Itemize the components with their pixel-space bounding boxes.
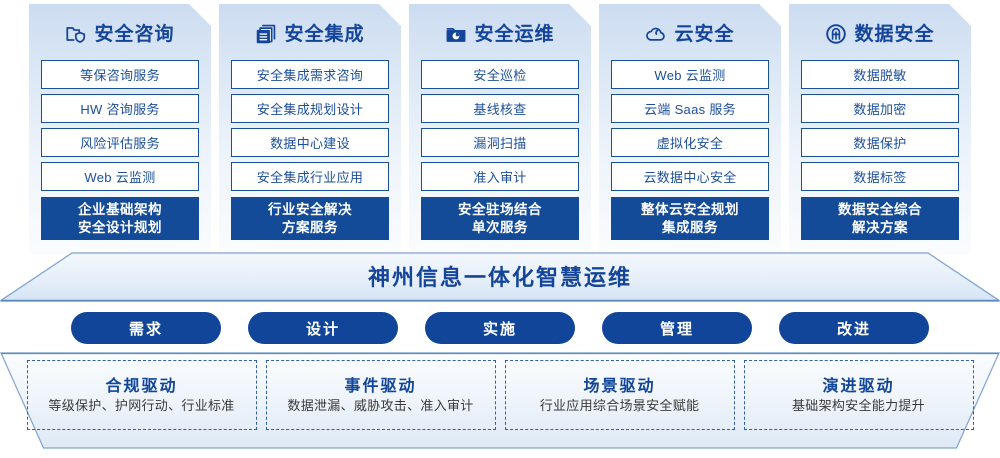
pillar-highlight-line1: 企业基础架构 — [78, 201, 162, 217]
pillar-card-security-operations[interactable]: 安全运维 安全巡检 基线核查 漏洞扫描 准入审计 安全驻场结合 单次服务 — [409, 4, 591, 254]
pillar-item[interactable]: 准入审计 — [421, 162, 579, 191]
pillar-item[interactable]: 安全集成规划设计 — [231, 94, 389, 123]
pillar-item[interactable]: Web 云监测 — [611, 60, 769, 89]
pillar-highlight-line1: 整体云安全规划 — [641, 201, 739, 217]
pillar-title: 安全咨询 — [94, 23, 175, 45]
driver-card-compliance[interactable]: 合规驱动 等级保护、护网行动、行业标准 — [26, 360, 257, 430]
pillar-highlight-line2: 集成服务 — [662, 219, 718, 235]
pillar-item[interactable]: 数据脱敏 — [801, 60, 959, 89]
pillar-highlight-line1: 行业安全解决 — [268, 201, 352, 217]
pillar-card-security-integration[interactable]: 安全集成 安全集成需求咨询 安全集成规划设计 数据中心建设 安全集成行业应用 行… — [219, 4, 401, 254]
fingerprint-icon — [825, 23, 847, 45]
driver-card-incident[interactable]: 事件驱动 数据泄漏、威胁攻击、准入审计 — [265, 360, 496, 430]
pillar-header: 云安全 — [611, 4, 769, 60]
folder-chart-icon — [445, 23, 467, 45]
driver-title: 场景驱动 — [583, 377, 656, 395]
pillar-header: 安全集成 — [231, 4, 389, 60]
pillar-item[interactable]: 数据加密 — [801, 94, 959, 123]
pillar-highlight[interactable]: 整体云安全规划 集成服务 — [611, 197, 769, 240]
pillar-header: 安全咨询 — [41, 4, 199, 60]
pillar-item[interactable]: 安全集成行业应用 — [231, 162, 389, 191]
pillar-item[interactable]: 等保咨询服务 — [41, 60, 199, 89]
pillar-item[interactable]: 安全集成需求咨询 — [231, 60, 389, 89]
pillar-item[interactable]: 云数据中心安全 — [611, 162, 769, 191]
pillar-header: 安全运维 — [421, 4, 579, 60]
folder-shield-icon — [65, 23, 87, 45]
pillar-item[interactable]: HW 咨询服务 — [41, 94, 199, 123]
phase-pill-requirement[interactable]: 需求 — [71, 312, 221, 344]
pillar-highlight[interactable]: 企业基础架构 安全设计规划 — [41, 197, 199, 240]
pillar-highlight-line2: 方案服务 — [282, 219, 338, 235]
driver-card-scenario[interactable]: 场景驱动 行业应用综合场景安全赋能 — [504, 360, 735, 430]
pillar-item[interactable]: 基线核查 — [421, 94, 579, 123]
pillar-card-group: 安全咨询 等保咨询服务 HW 咨询服务 风险评估服务 Web 云监测 企业基础架… — [0, 4, 1000, 254]
documents-stack-icon — [255, 23, 277, 45]
pillar-title: 数据安全 — [854, 23, 935, 45]
pillar-card-data-security[interactable]: 数据安全 数据脱敏 数据加密 数据保护 数据标签 数据安全综合 解决方案 — [789, 4, 971, 254]
pillar-item[interactable]: Web 云监测 — [41, 162, 199, 191]
pillar-highlight[interactable]: 安全驻场结合 单次服务 — [421, 197, 579, 240]
pillar-item[interactable]: 漏洞扫描 — [421, 128, 579, 157]
phase-pill-improvement[interactable]: 改进 — [779, 312, 929, 344]
driver-subtitle: 等级保护、护网行动、行业标准 — [48, 397, 235, 413]
pillar-item[interactable]: 数据中心建设 — [231, 128, 389, 157]
driver-card-evolution[interactable]: 演进驱动 基础架构安全能力提升 — [743, 360, 974, 430]
pillar-item[interactable]: 云端 Saas 服务 — [611, 94, 769, 123]
pillar-title: 安全集成 — [284, 23, 365, 45]
pillar-highlight[interactable]: 行业安全解决 方案服务 — [231, 197, 389, 240]
pillar-highlight-line2: 解决方案 — [852, 219, 908, 235]
pillar-highlight-line1: 数据安全综合 — [838, 201, 922, 217]
pillar-highlight-line2: 单次服务 — [472, 219, 528, 235]
pillar-title: 安全运维 — [474, 23, 555, 45]
pillar-highlight-line1: 安全驻场结合 — [458, 201, 542, 217]
driver-subtitle: 数据泄漏、威胁攻击、准入审计 — [287, 397, 474, 413]
pillar-item[interactable]: 虚拟化安全 — [611, 128, 769, 157]
pillar-card-security-consulting[interactable]: 安全咨询 等保咨询服务 HW 咨询服务 风险评估服务 Web 云监测 企业基础架… — [29, 4, 211, 254]
phase-pill-design[interactable]: 设计 — [248, 312, 398, 344]
driver-subtitle: 基础架构安全能力提升 — [791, 397, 925, 413]
pillar-item[interactable]: 风险评估服务 — [41, 128, 199, 157]
pillar-item[interactable]: 数据保护 — [801, 128, 959, 157]
platform-banner — [0, 252, 1000, 302]
driver-title: 合规驱动 — [105, 377, 178, 395]
pillar-highlight[interactable]: 数据安全综合 解决方案 — [801, 197, 959, 240]
driver-title: 事件驱动 — [344, 377, 417, 395]
pillar-item[interactable]: 数据标签 — [801, 162, 959, 191]
pillar-card-cloud-security[interactable]: 云安全 Web 云监测 云端 Saas 服务 虚拟化安全 云数据中心安全 整体云… — [599, 4, 781, 254]
phase-pill-management[interactable]: 管理 — [602, 312, 752, 344]
phase-pill-implementation[interactable]: 实施 — [425, 312, 575, 344]
pillar-header: 数据安全 — [801, 4, 959, 60]
pillar-item[interactable]: 安全巡检 — [421, 60, 579, 89]
driver-title: 演进驱动 — [822, 377, 895, 395]
phase-pill-group: 需求 设计 实施 管理 改进 — [0, 312, 1000, 344]
driver-subtitle: 行业应用综合场景安全赋能 — [539, 397, 700, 413]
driver-group: 合规驱动 等级保护、护网行动、行业标准 事件驱动 数据泄漏、威胁攻击、准入审计 … — [0, 360, 1000, 442]
cloud-icon — [645, 23, 667, 45]
pillar-title: 云安全 — [674, 23, 735, 45]
pillar-highlight-line2: 安全设计规划 — [78, 219, 162, 235]
